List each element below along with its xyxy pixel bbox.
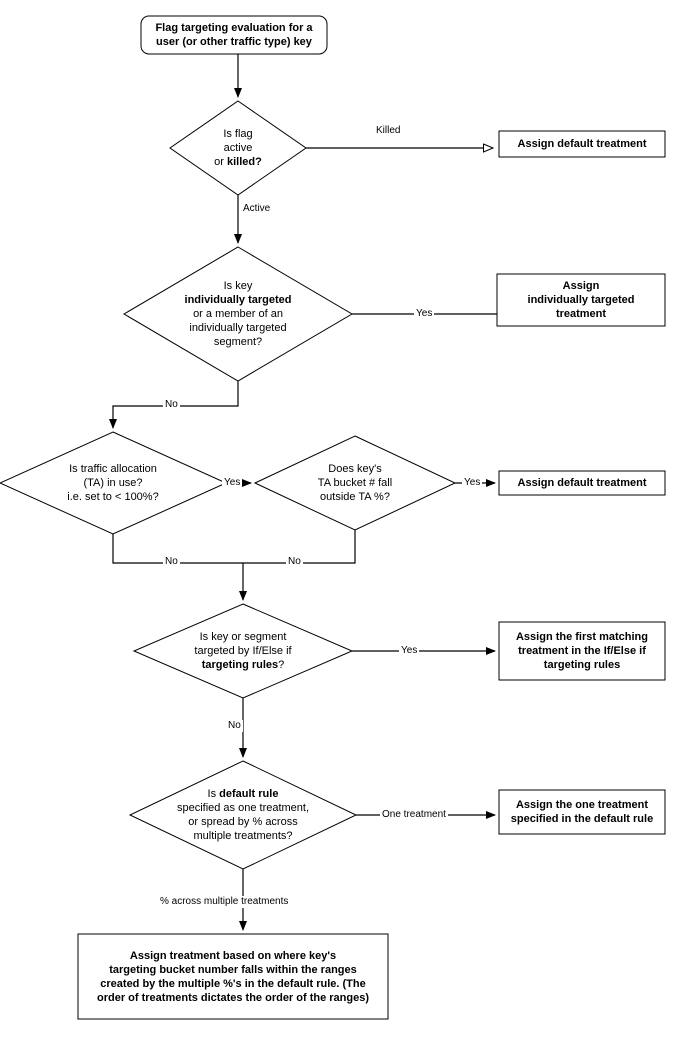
edge-label-percent-across: % across multiple treatments (158, 896, 291, 908)
node-start[interactable] (141, 16, 327, 54)
edge-label-yes-ifelse: Yes (399, 645, 420, 657)
node-assign-by-ranges[interactable] (78, 934, 388, 1019)
node-default-rule[interactable] (130, 761, 356, 869)
edge-label-no-ifelse: No (226, 720, 243, 732)
edge-label-killed: Killed (374, 125, 403, 137)
node-ta-bucket[interactable] (255, 436, 455, 530)
edge-label-active: Active (241, 203, 273, 215)
node-traffic-allocation[interactable] (0, 432, 226, 534)
edge-label-no-traffic: No (163, 556, 180, 568)
edge-label-yes-bucket: Yes (462, 477, 483, 489)
node-ifelse-rules[interactable] (134, 604, 352, 698)
node-assign-default-treatment-1[interactable] (499, 131, 665, 157)
node-assign-individual-treatment[interactable] (497, 274, 665, 326)
edge-label-yes-traffic: Yes (222, 477, 243, 489)
edge-label-yes-individual: Yes (414, 308, 435, 320)
edge-label-one-treatment: One treatment (380, 809, 448, 821)
node-assign-default-treatment-2[interactable] (499, 471, 665, 495)
node-assign-one-treatment[interactable] (499, 790, 665, 834)
node-assign-first-matching[interactable] (499, 622, 665, 680)
node-flag-active-killed[interactable] (170, 101, 306, 195)
edge-label-no-bucket: No (286, 556, 303, 568)
node-individually-targeted[interactable] (124, 247, 352, 381)
edge-label-no-individual: No (163, 399, 180, 411)
